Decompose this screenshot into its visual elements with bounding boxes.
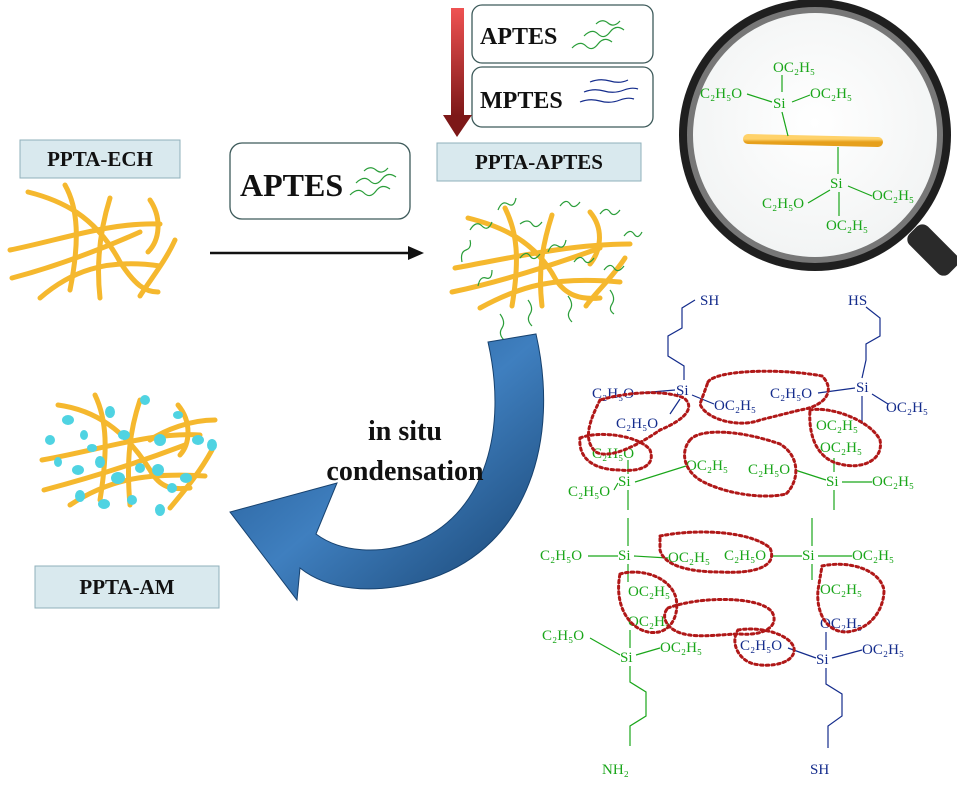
svg-text:OC₂H₅: OC₂H₅ bbox=[816, 418, 858, 434]
svg-text:Si: Si bbox=[618, 474, 631, 490]
ppta-am-composite bbox=[39, 392, 218, 516]
svg-text:Si: Si bbox=[856, 380, 869, 396]
process-label: in situ condensation bbox=[326, 416, 484, 487]
svg-text:PPTA-ECH: PPTA-ECH bbox=[47, 147, 153, 171]
svg-text:OC₂H₅: OC₂H₅ bbox=[872, 188, 914, 204]
svg-text:C₂H₅O: C₂H₅O bbox=[700, 86, 742, 102]
svg-text:Si: Si bbox=[802, 548, 815, 564]
right-arrow-icon bbox=[210, 246, 424, 260]
svg-text:C₂H₅O: C₂H₅O bbox=[616, 416, 658, 432]
svg-text:OC₂H₅: OC₂H₅ bbox=[820, 440, 862, 456]
aptes-top-box: APTES bbox=[471, 4, 654, 64]
svg-text:OC₂H₅: OC₂H₅ bbox=[773, 60, 815, 76]
svg-text:OC₂H₅: OC₂H₅ bbox=[668, 550, 710, 566]
svg-text:OC₂H₅: OC₂H₅ bbox=[686, 458, 728, 474]
svg-text:OC₂H₅: OC₂H₅ bbox=[826, 218, 868, 234]
svg-text:OC₂H₅: OC₂H₅ bbox=[820, 582, 862, 598]
svg-text:C₂H₅O: C₂H₅O bbox=[724, 548, 766, 564]
silane-network-structure: SH HS C₂H₅O Si OC₂H₅ C₂H₅O C₂H₅O Si OC₂H… bbox=[540, 293, 928, 778]
mptes-top-box: MPTES bbox=[471, 66, 654, 128]
svg-text:OC₂H₅: OC₂H₅ bbox=[628, 614, 670, 630]
svg-text:Si: Si bbox=[676, 383, 689, 399]
svg-text:OC₂H₅: OC₂H₅ bbox=[714, 398, 756, 414]
svg-text:C₂H₅O: C₂H₅O bbox=[740, 638, 782, 654]
svg-text:in situ: in situ bbox=[368, 416, 442, 447]
down-arrow-icon bbox=[443, 8, 472, 137]
svg-text:condensation: condensation bbox=[326, 456, 484, 487]
ppta-aptes-fibers bbox=[449, 197, 643, 341]
svg-text:SH: SH bbox=[810, 762, 829, 778]
nanoparticles bbox=[45, 395, 217, 516]
svg-text:C₂H₅O: C₂H₅O bbox=[770, 386, 812, 402]
svg-text:Si: Si bbox=[826, 474, 839, 490]
svg-text:Si: Si bbox=[816, 652, 829, 668]
ppta-am-label: PPTA-AM bbox=[34, 565, 220, 609]
svg-text:HS: HS bbox=[848, 293, 867, 309]
svg-text:C₂H₅O: C₂H₅O bbox=[540, 548, 582, 564]
svg-text:SH: SH bbox=[700, 293, 719, 309]
svg-text:OC₂H₅: OC₂H₅ bbox=[872, 474, 914, 490]
ppta-ech-fibers bbox=[7, 182, 178, 301]
svg-text:PPTA-APTES: PPTA-APTES bbox=[475, 150, 603, 174]
svg-text:MPTES: MPTES bbox=[480, 88, 563, 114]
ppta-ech-label: PPTA-ECH bbox=[19, 139, 181, 179]
svg-text:Si: Si bbox=[618, 548, 631, 564]
svg-text:C₂H₅O: C₂H₅O bbox=[762, 196, 804, 212]
svg-text:C₂H₅O: C₂H₅O bbox=[748, 462, 790, 478]
svg-text:OC₂H₅: OC₂H₅ bbox=[660, 640, 702, 656]
svg-text:OC₂H₅: OC₂H₅ bbox=[810, 86, 852, 102]
aptes-reagent-box: APTES bbox=[229, 142, 411, 220]
aptes-chain-icon bbox=[349, 167, 397, 197]
magnifying-glass-icon: OC₂H₅ C₂H₅O Si OC₂H₅ Si OC₂H₅ C₂H₅O OC₂H… bbox=[679, 0, 957, 276]
svg-text:Si: Si bbox=[620, 650, 633, 666]
svg-text:Si: Si bbox=[830, 176, 843, 192]
svg-text:APTES: APTES bbox=[240, 167, 343, 203]
svg-text:Si: Si bbox=[773, 96, 786, 112]
svg-text:OC₂H₅: OC₂H₅ bbox=[886, 400, 928, 416]
svg-text:C₂H₅O: C₂H₅O bbox=[568, 484, 610, 500]
svg-text:OC₂H₅: OC₂H₅ bbox=[628, 584, 670, 600]
ppta-aptes-label: PPTA-APTES bbox=[436, 142, 642, 182]
svg-text:PPTA-AM: PPTA-AM bbox=[79, 575, 174, 599]
curved-arrow-icon bbox=[229, 333, 545, 602]
svg-text:OC₂H₅: OC₂H₅ bbox=[862, 642, 904, 658]
svg-text:OC₂H₅: OC₂H₅ bbox=[852, 548, 894, 564]
svg-text:NH₂: NH₂ bbox=[602, 762, 629, 778]
svg-text:C₂H₅O: C₂H₅O bbox=[542, 628, 584, 644]
svg-text:APTES: APTES bbox=[480, 24, 557, 50]
